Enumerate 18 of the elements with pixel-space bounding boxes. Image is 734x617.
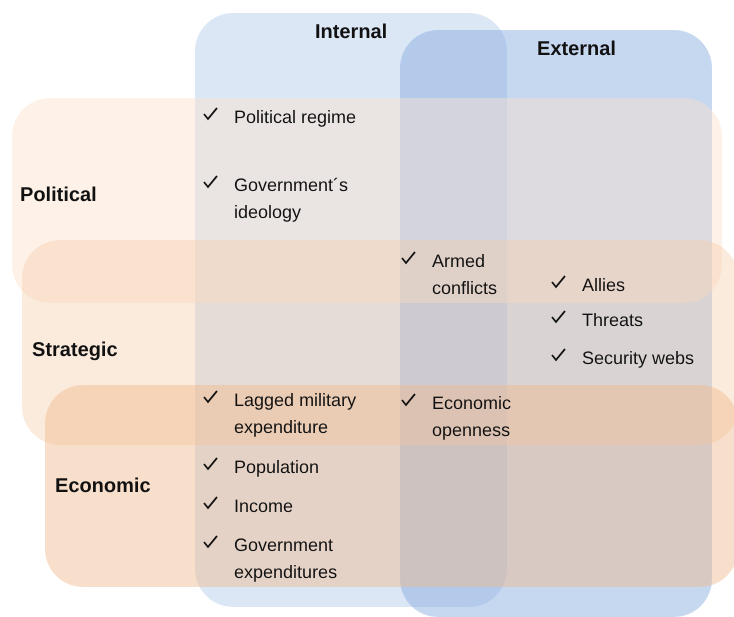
band-heading: Political — [20, 184, 97, 207]
category-band — [45, 385, 734, 587]
item-text: Threats — [582, 309, 644, 332]
item-text: Lagged military expenditure — [234, 389, 358, 439]
band-heading: External — [537, 38, 616, 61]
band-heading: Economic — [55, 475, 151, 498]
category-band — [400, 30, 712, 617]
band-heading: Internal — [315, 21, 388, 44]
band-heading: Strategic — [32, 339, 118, 362]
item-text: Allies — [582, 274, 626, 297]
item-text: Government expenditures — [234, 534, 338, 584]
item-text: Armed conflicts — [432, 250, 498, 300]
item-text: Population — [234, 456, 320, 479]
item-text: Political regime — [234, 106, 358, 129]
item-text: Government´s ideology — [234, 174, 350, 224]
item-text: Economic openness — [432, 392, 512, 442]
item-text: Income — [234, 495, 294, 518]
item-text: Security webs — [582, 347, 696, 370]
